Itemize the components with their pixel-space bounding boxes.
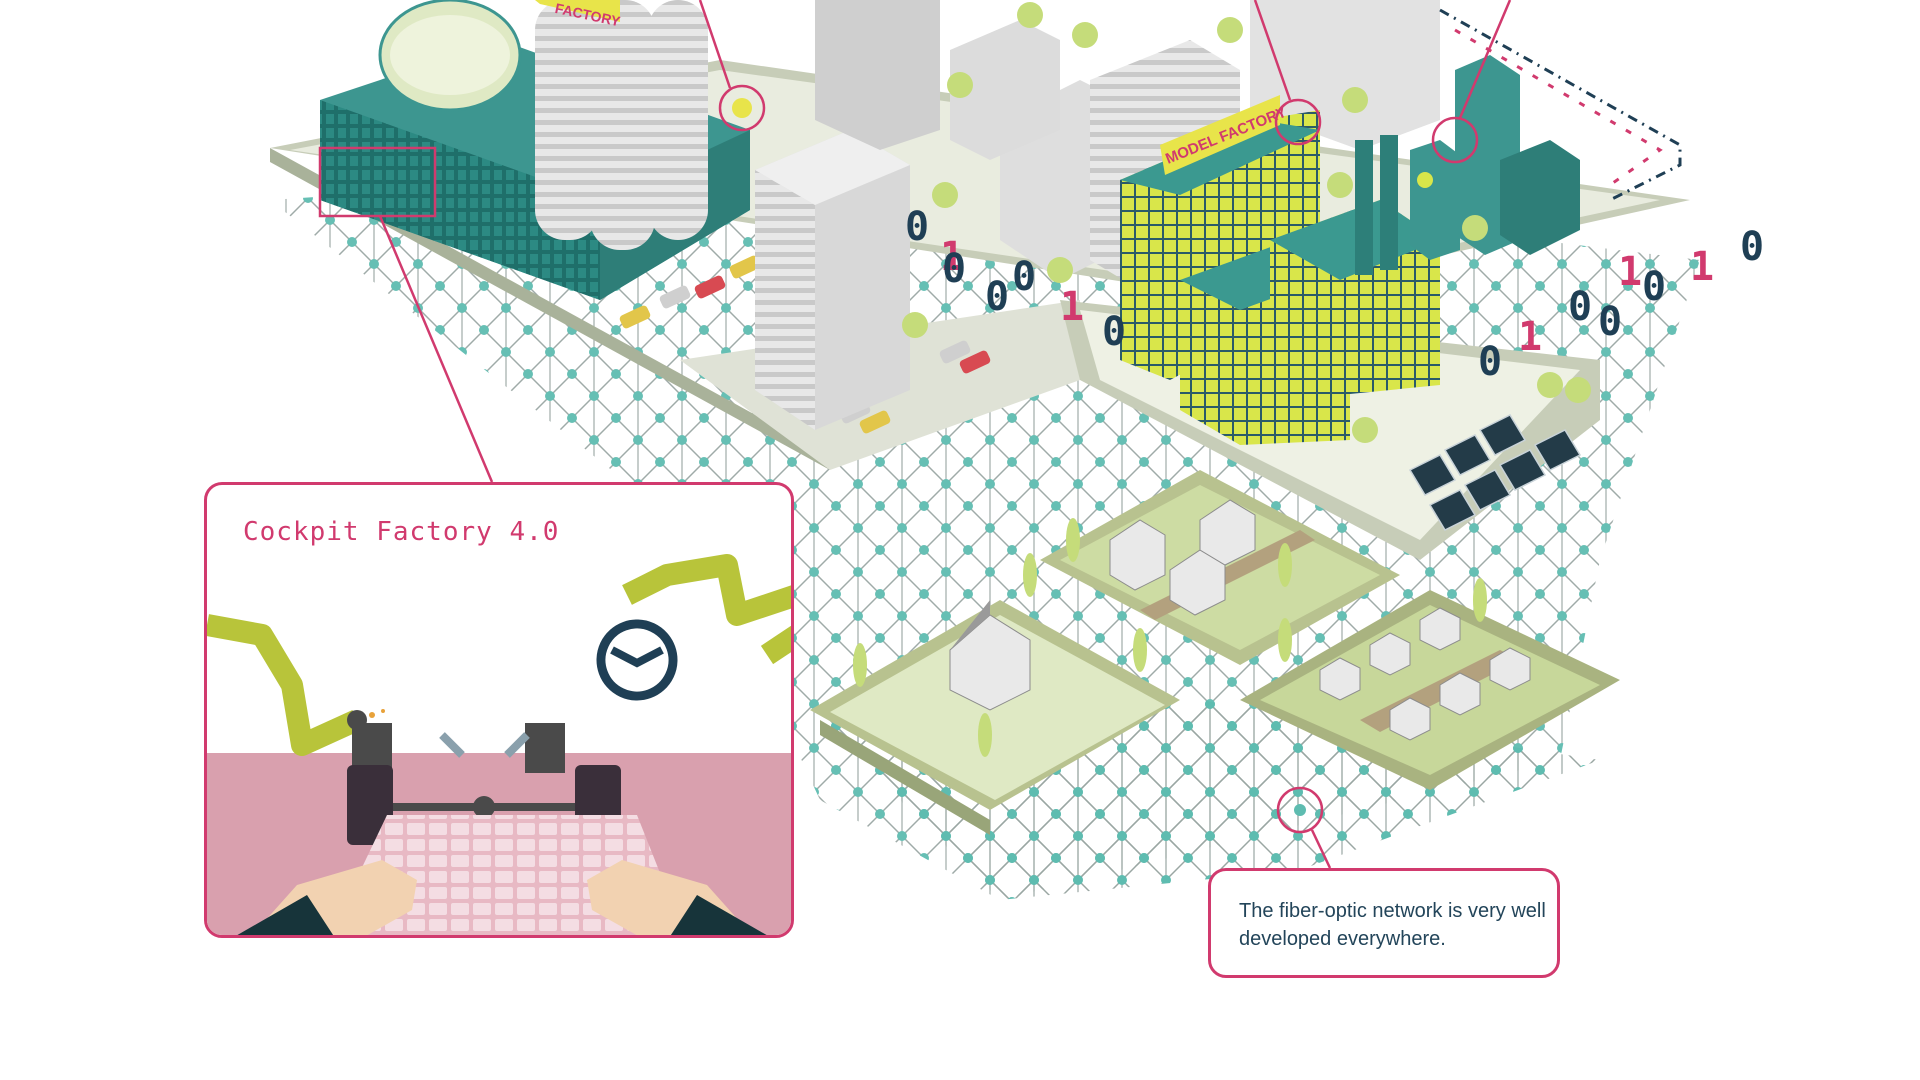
svg-text:0: 0 [905, 204, 929, 250]
svg-text:0: 0 [942, 246, 966, 292]
svg-text:1: 1 [1060, 284, 1084, 330]
svg-text:0: 0 [1478, 339, 1502, 385]
parking-lot [619, 240, 991, 434]
cockpit-title: Cockpit Factory 4.0 [243, 517, 560, 547]
svg-text:0: 0 [1598, 299, 1622, 345]
trees [902, 2, 1591, 443]
binary-digits: 0 1 0 0 1 0 0 1 0 0 1 0 0 0 1 [905, 204, 1764, 385]
svg-text:0: 0 [1012, 254, 1036, 300]
residential-district [810, 470, 1620, 835]
teal-skyscrapers [1410, 55, 1580, 260]
callout-connectors [318, 0, 1512, 869]
svg-text:0: 0 [1740, 224, 1764, 270]
svg-text:0: 0 [1102, 309, 1126, 355]
svg-text:1: 1 [1618, 249, 1642, 295]
svg-text:1: 1 [940, 234, 964, 280]
svg-text:1: 1 [1690, 244, 1714, 290]
fiber-optic-callout: The fiber-optic network is very well dev… [1208, 868, 1560, 978]
cockpit-illustration [207, 554, 791, 935]
svg-text:0: 0 [985, 274, 1009, 320]
cockpit-callout: Cockpit Factory 4.0 [204, 482, 794, 938]
cylinder-towers: FACTORY [535, 0, 708, 250]
fiber-optic-caption: The fiber-optic network is very well dev… [1239, 900, 1546, 950]
svg-text:1: 1 [1518, 314, 1542, 360]
solar-panels [1408, 414, 1582, 531]
svg-text:0: 0 [1642, 264, 1666, 310]
data-links [1439, 8, 1682, 202]
svg-text:0: 0 [1568, 284, 1592, 330]
